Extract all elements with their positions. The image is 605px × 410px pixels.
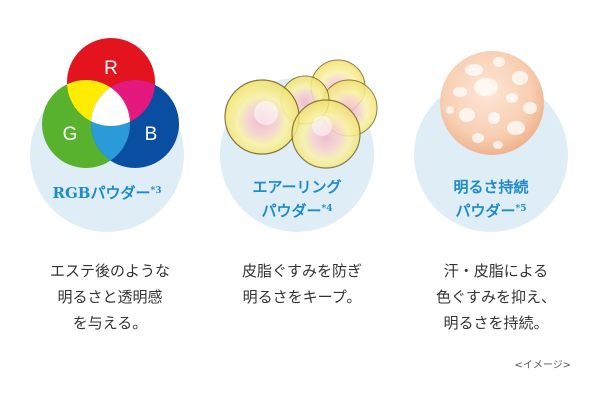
b-letter: B (145, 124, 158, 145)
air-ring-powder-description: 皮脂ぐすみを防ぎ 明るさをキープ。 (202, 258, 402, 310)
air-ring-powder-label: エアーリング パウダー*4 (220, 175, 374, 223)
panel-rgb-powder: RGBパウダー*3 R G B エステ後のような 明るさと透明感 を与える。 (0, 0, 200, 410)
label-line: パウダー (455, 202, 516, 220)
bubble-highlight (312, 116, 332, 136)
r-letter: R (104, 58, 118, 79)
brightness-powder-label: 明るさ持続 パウダー*5 (414, 175, 568, 223)
desc-line: 明るさをキープ。 (242, 288, 362, 306)
rgb-venn-icon: R G B (42, 38, 179, 168)
pores (446, 57, 537, 149)
desc-line: 明るさを持続。 (443, 314, 549, 332)
panel-brightness-powder: 明るさ持続 パウダー*5 汗・皮 (404, 0, 604, 410)
porous-sphere-icon (440, 51, 544, 155)
desc-line: 皮脂ぐすみを防ぎ (241, 262, 362, 280)
rgb-powder-description: エステ後のような 明るさと透明感 を与える。 (10, 258, 210, 336)
desc-line: 色ぐすみを抑え、 (435, 288, 556, 306)
panel-air-ring-powder: エアーリング パウダー*4 皮脂ぐすみを防ぎ 明るさをキープ。 (202, 0, 402, 410)
air-ring-bubbles-icon (224, 59, 378, 169)
label-line: パウダー (261, 202, 322, 220)
label-line: RGBパウダー (52, 184, 151, 202)
footnote-mark: *3 (150, 186, 162, 196)
bubble-highlight (254, 101, 278, 125)
desc-line: 汗・皮脂による (443, 262, 549, 280)
brightness-powder-description: 汗・皮脂による 色ぐすみを抑え、 明るさを持続。 (396, 258, 596, 336)
image-note: <イメージ> (514, 360, 571, 371)
desc-line: エステ後のような (49, 262, 170, 280)
desc-line: を与える。 (72, 314, 148, 332)
rgb-powder-label: RGBパウダー*3 (30, 181, 184, 205)
label-line: エアーリング (252, 178, 342, 196)
footnote-mark: *5 (515, 204, 527, 214)
g-letter: G (63, 124, 78, 145)
footnote-mark: *4 (321, 204, 333, 214)
desc-line: 明るさと透明感 (57, 288, 163, 306)
label-line: 明るさ持続 (453, 178, 529, 196)
